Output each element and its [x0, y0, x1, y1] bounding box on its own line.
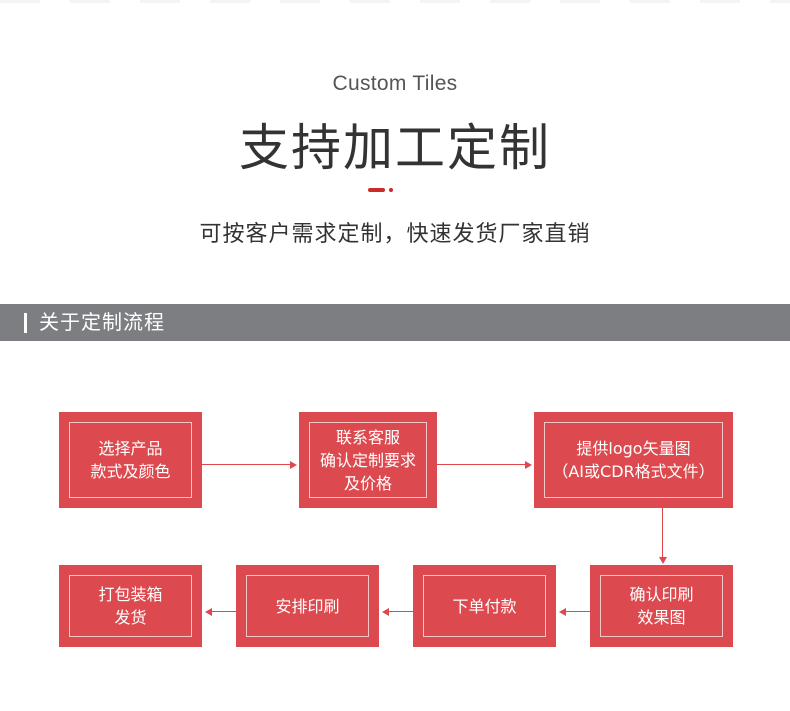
flow-step-text: 提供logo矢量图 （AI或CDR格式文件） — [552, 439, 715, 481]
flow-arrow-left — [205, 608, 236, 616]
accent-bar — [368, 188, 385, 192]
flow-step-text: 下单付款 — [452, 596, 517, 616]
flow-step-text: 确认印刷 效果图 — [629, 585, 694, 627]
flow-step-text: 安排印刷 — [275, 596, 340, 616]
flow-arrow-down — [659, 508, 667, 564]
top-decorative-line — [0, 0, 790, 3]
flow-step-pack-ship: 打包装箱 发货 — [59, 565, 202, 647]
flow-step-select-product: 选择产品 款式及颜色 — [59, 412, 202, 508]
flow-step-frame: 下单付款 — [423, 575, 546, 637]
flow-step-frame: 联系客服 确认定制要求 及价格 — [309, 422, 427, 498]
section-title: 关于定制流程 — [39, 310, 165, 334]
flow-arrow-left — [559, 608, 590, 616]
flow-arrow-left — [382, 608, 413, 616]
tagline: 可按客户需求定制，快速发货厂家直销 — [199, 222, 591, 247]
section-marker — [24, 313, 27, 333]
section-header-bar: 关于定制流程 — [0, 304, 790, 341]
flow-step-arrange-printing: 安排印刷 — [236, 565, 379, 647]
page-title: 支持加工定制 — [239, 119, 551, 177]
accent-dot — [389, 188, 393, 192]
title-accent-divider — [368, 188, 394, 192]
flow-step-frame: 确认印刷 效果图 — [600, 575, 723, 637]
english-subtitle: Custom Tiles — [332, 72, 458, 95]
flow-step-place-order: 下单付款 — [413, 565, 556, 647]
flow-arrow-right — [202, 461, 297, 469]
flow-step-confirm-proof: 确认印刷 效果图 — [590, 565, 733, 647]
flow-step-text: 选择产品 款式及颜色 — [90, 439, 171, 481]
flow-step-frame: 选择产品 款式及颜色 — [69, 422, 192, 498]
flow-step-frame: 打包装箱 发货 — [69, 575, 192, 637]
flow-step-frame: 安排印刷 — [246, 575, 369, 637]
flow-step-text: 联系客服 确认定制要求 及价格 — [319, 427, 416, 493]
flow-step-frame: 提供logo矢量图 （AI或CDR格式文件） — [544, 422, 723, 498]
flow-step-contact-service: 联系客服 确认定制要求 及价格 — [299, 412, 437, 508]
flow-step-provide-logo: 提供logo矢量图 （AI或CDR格式文件） — [534, 412, 733, 508]
flow-step-text: 打包装箱 发货 — [98, 585, 163, 627]
flow-arrow-right — [437, 461, 532, 469]
